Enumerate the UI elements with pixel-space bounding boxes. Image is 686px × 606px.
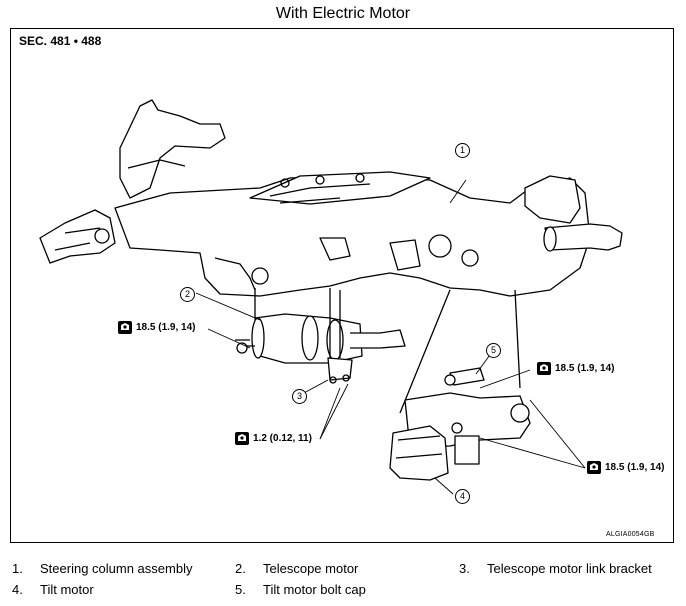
torque-value: 18.5 (1.9, 14) xyxy=(605,462,665,473)
legend-number: 4. xyxy=(12,582,23,597)
torque-spec-bolt-cap: 18.5 (1.9, 14) xyxy=(537,362,614,375)
torque-spec-telescope: 18.5 (1.9, 14) xyxy=(118,321,195,334)
torque-spec-tilt-motor: 18.5 (1.9, 14) xyxy=(587,461,664,474)
callout-1: 1 xyxy=(455,143,470,158)
torque-value: 18.5 (1.9, 14) xyxy=(555,363,615,374)
torque-wrench-icon xyxy=(587,461,601,474)
legend-number: 3. xyxy=(459,561,470,576)
torque-spec-link-bracket: 1.2 (0.12, 11) xyxy=(235,432,312,445)
tilt-motor-housing xyxy=(389,425,449,481)
legend-label: Steering column assembly xyxy=(40,561,193,576)
top-rail xyxy=(249,171,431,205)
parts-legend: 1. Steering column assembly 2. Telescope… xyxy=(0,555,686,605)
torque-wrench-icon xyxy=(537,362,551,375)
legend-label: Tilt motor xyxy=(40,582,94,597)
torque-value: 1.2 (0.12, 11) xyxy=(253,433,312,444)
page-title: With Electric Motor xyxy=(275,5,411,22)
section-label: SEC. 481 • 488 xyxy=(19,34,102,48)
legend-number: 1. xyxy=(12,561,23,576)
legend-label: Tilt motor bolt cap xyxy=(263,582,366,597)
torque-wrench-icon xyxy=(118,321,132,334)
art-code: ALGIA0054GB xyxy=(606,531,655,538)
output-shaft xyxy=(544,223,623,251)
legend-label: Telescope motor link bracket xyxy=(487,561,652,576)
torque-wrench-icon xyxy=(235,432,249,445)
legend-number: 5. xyxy=(235,582,246,597)
callout-2: 2 xyxy=(180,287,195,302)
upper-bracket xyxy=(119,99,226,199)
legend-label: Telescope motor xyxy=(263,561,359,576)
callout-4: 4 xyxy=(455,489,470,504)
right-mount xyxy=(524,175,581,224)
diagram-frame xyxy=(10,28,674,543)
legend-number: 2. xyxy=(235,561,246,576)
torque-value: 18.5 (1.9, 14) xyxy=(136,322,196,333)
callout-5: 5 xyxy=(486,343,501,358)
callout-3: 3 xyxy=(292,389,307,404)
steering-column-diagram xyxy=(39,99,623,495)
